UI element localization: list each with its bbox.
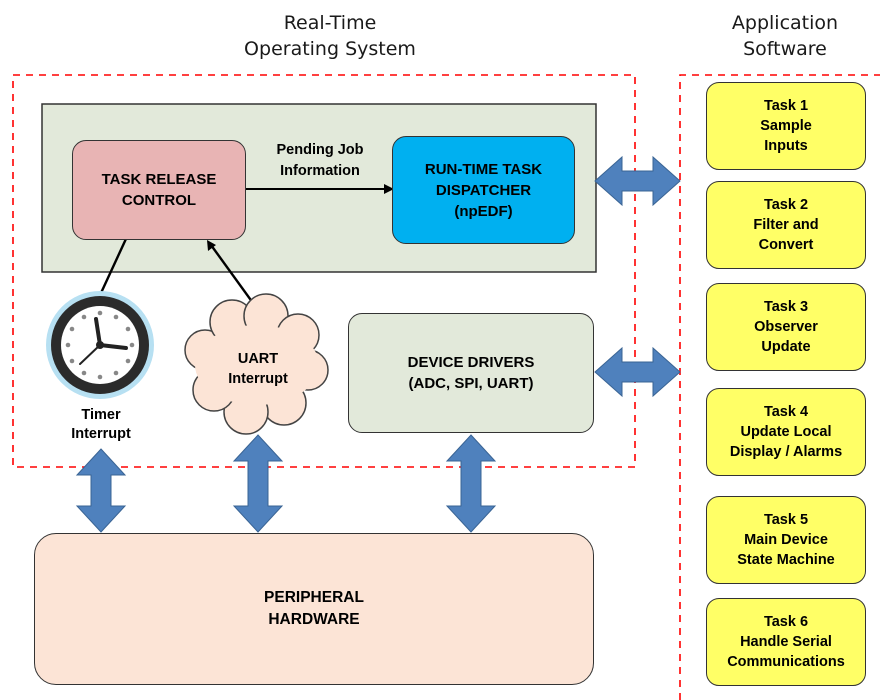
task-4-title: Task 4 <box>763 404 809 420</box>
timer-interrupt-label: Timer Interrupt <box>55 406 147 444</box>
app-title-line1: Application <box>731 12 839 34</box>
task-5-title: Task 5 <box>763 512 809 528</box>
task-2-line1: Filter and <box>753 217 819 233</box>
task-2-box: Task 2 Filter and Convert <box>706 181 866 269</box>
task-3-line1: Observer <box>754 319 818 335</box>
task-2-line2: Convert <box>758 237 814 253</box>
device-drivers-line1: DEVICE DRIVERS <box>407 354 535 371</box>
peripheral-line2: HARDWARE <box>268 611 360 628</box>
task-5-line2: State Machine <box>737 552 835 568</box>
rtos-title-line2: Operating System <box>244 38 416 60</box>
peripheral-line1: PERIPHERAL <box>264 589 364 606</box>
rtos-title: Real-Time Operating System <box>180 10 480 62</box>
drivers-hardware-double-arrow <box>445 434 497 533</box>
task-5-box: Task 5 Main Device State Machine <box>706 496 866 584</box>
pending-job-line1: Pending Job <box>276 142 364 158</box>
dispatcher-line2: DISPATCHER <box>435 181 532 199</box>
task-6-box: Task 6 Handle Serial Communications <box>706 598 866 686</box>
uart-line1: UART <box>237 351 279 367</box>
uart-line2: Interrupt <box>228 371 288 387</box>
task-release-line2: CONTROL <box>121 192 197 209</box>
task-1-title: Task 1 <box>763 98 809 114</box>
app-title-line2: Software <box>743 38 827 60</box>
uart-arrow <box>210 244 259 311</box>
device-drivers-box: DEVICE DRIVERS (ADC, SPI, UART) <box>348 313 594 433</box>
uart-interrupt-label: UART Interrupt <box>208 349 308 389</box>
task-3-box: Task 3 Observer Update <box>706 283 866 371</box>
task-2-title: Task 2 <box>763 197 809 213</box>
task-4-line1: Update Local <box>740 424 832 440</box>
uart-hardware-double-arrow <box>232 434 284 533</box>
app-title: Application Software <box>700 10 870 62</box>
dispatcher-line3: (npEDF) <box>454 202 513 220</box>
clock-icon <box>46 291 154 399</box>
timer-line1: Timer <box>81 407 121 423</box>
task-6-title: Task 6 <box>763 614 809 630</box>
task-release-line1: TASK RELEASE <box>101 171 217 188</box>
task-6-line2: Communications <box>727 654 845 670</box>
task-3-title: Task 3 <box>763 299 809 315</box>
app-boundary <box>679 74 880 700</box>
task-4-box: Task 4 Update Local Display / Alarms <box>706 388 866 476</box>
device-drivers-line2: (ADC, SPI, UART) <box>408 375 534 392</box>
rtos-title-line1: Real-Time <box>283 12 377 34</box>
task-4-line2: Display / Alarms <box>729 444 843 460</box>
task-5-line1: Main Device <box>744 532 828 548</box>
task-6-line1: Handle Serial <box>740 634 832 650</box>
dispatcher-box: RUN-TIME TASK DISPATCHER (npEDF) <box>392 136 575 244</box>
pending-job-label: Pending Job Information <box>255 140 385 182</box>
task-1-box: Task 1 Sample Inputs <box>706 82 866 170</box>
task-release-control-box: TASK RELEASE CONTROL <box>72 140 246 240</box>
task-3-line2: Update <box>761 339 811 355</box>
drivers-app-double-arrow <box>594 346 681 398</box>
dispatcher-app-double-arrow <box>594 155 681 207</box>
dispatcher-line1: RUN-TIME TASK <box>424 160 543 178</box>
timer-hardware-double-arrow <box>75 448 127 533</box>
task-1-line1: Sample <box>760 118 812 134</box>
peripheral-hardware-box: PERIPHERAL HARDWARE <box>34 533 594 685</box>
pending-job-line2: Information <box>280 163 360 179</box>
task-1-line2: Inputs <box>764 138 808 154</box>
timer-line2: Interrupt <box>71 426 131 442</box>
